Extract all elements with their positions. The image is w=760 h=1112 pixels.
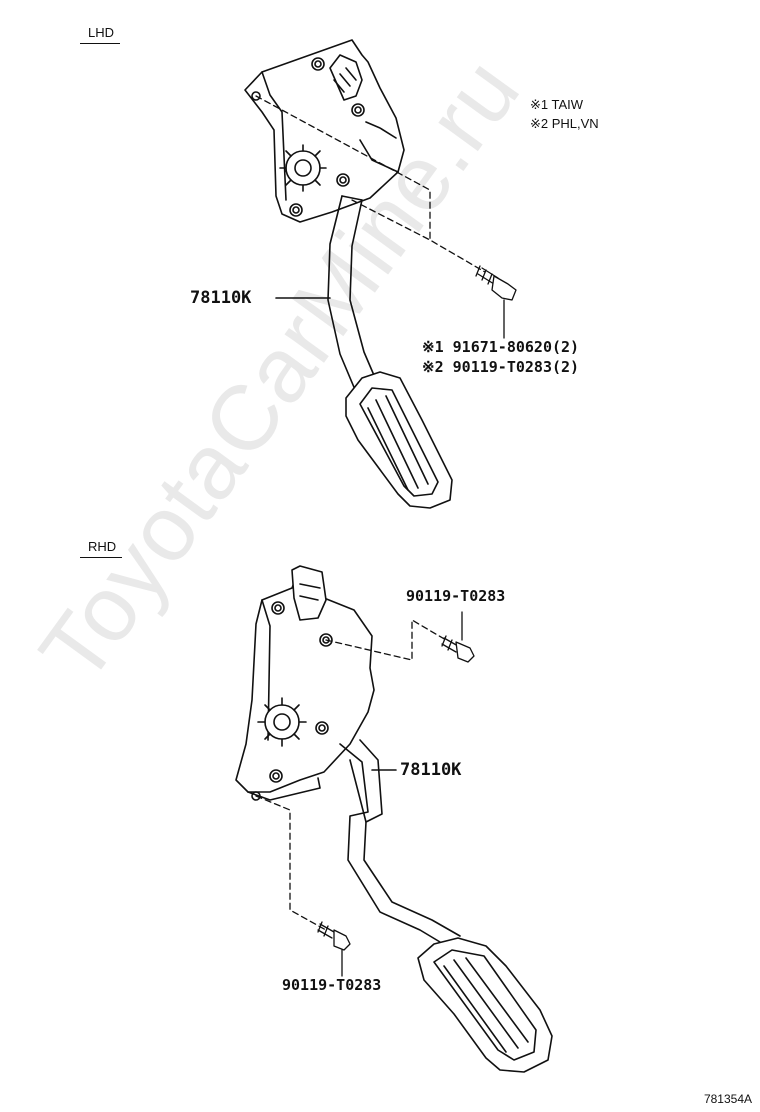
rhd-section-label: RHD [80, 540, 123, 558]
diagram-id: 781354A [703, 1092, 752, 1106]
lhd-pedal-part-number: 78110K [190, 288, 252, 308]
lhd-note-2: ※2 PHL,VN [530, 116, 599, 131]
rhd-lower-bolt-part-number: 90119-T0283 [282, 976, 382, 994]
lhd-bolt [255, 95, 517, 339]
rhd-pedal-part-number: 78110K [400, 760, 462, 780]
rhd-lower-bolt [255, 795, 351, 977]
rhd-upper-bolt [325, 611, 475, 663]
lhd-note-1: ※1 TAIW [530, 97, 584, 112]
rhd-upper-bolt-part-number: 90119-T0283 [406, 587, 506, 605]
lhd-bolt-part-number-2: ※2 90119-T0283(2) [422, 358, 580, 376]
lhd-pedal-assembly [244, 39, 453, 509]
rhd-pedal-assembly [235, 565, 553, 1073]
lhd-bolt-part-number-1: ※1 91671-80620(2) [422, 338, 580, 356]
lhd-section-label: LHD [80, 26, 121, 44]
